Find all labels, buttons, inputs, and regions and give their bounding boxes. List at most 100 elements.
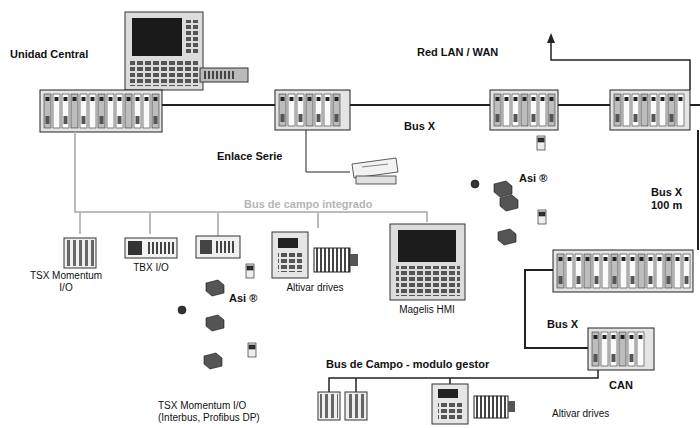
plc-module: [628, 332, 635, 366]
module-connector: [118, 116, 122, 124]
device-label: Magelis HMI: [382, 304, 472, 316]
central-hmi: [125, 12, 248, 90]
module-connector: [685, 276, 689, 284]
plc-module: [566, 254, 573, 288]
module-led: [586, 257, 590, 261]
device-label: Altivar drives: [552, 408, 618, 420]
module-led: [604, 257, 608, 261]
module-led: [523, 97, 527, 101]
plc-module: [614, 94, 621, 126]
plc-rack: [275, 90, 350, 130]
module-connector: [299, 114, 303, 122]
plc-module: [143, 94, 150, 128]
plc-rack: [610, 90, 690, 130]
bus-label: Bus X: [546, 318, 579, 331]
plc-module: [107, 94, 114, 128]
device-node: Magelis HMI: [382, 222, 474, 318]
module-connector: [631, 276, 635, 284]
plc-module: [584, 254, 591, 288]
bus-label: Bus de Campo - modulo gestor: [325, 358, 490, 371]
fieldbus-connector: [75, 132, 427, 222]
module-led: [612, 335, 616, 339]
plc-module: [539, 94, 546, 126]
module-led: [595, 257, 599, 261]
plc-module: [647, 254, 654, 288]
module-connector: [550, 114, 554, 122]
plc-module: [623, 94, 630, 126]
device-label: Altivar drives: [266, 282, 364, 294]
module-led: [118, 97, 122, 101]
plc-module: [503, 94, 510, 126]
plc-module: [637, 332, 644, 366]
bus-label: Bus X 100 m: [650, 186, 696, 212]
module-led: [308, 97, 312, 101]
module-led: [136, 97, 140, 101]
module-led: [649, 257, 653, 261]
plc-module: [668, 94, 675, 126]
plc-module: [593, 254, 600, 288]
bus-label: Enlace Serie: [216, 150, 283, 163]
plc-module: [629, 254, 636, 288]
module-connector: [317, 114, 321, 122]
plc-module: [659, 94, 666, 126]
module-connector: [82, 116, 86, 124]
module-led: [299, 97, 303, 101]
plc-module: [575, 254, 582, 288]
module-led: [281, 97, 285, 101]
central-unit: Unidad Central: [8, 10, 203, 132]
module-led: [91, 97, 95, 101]
tbx-io: [125, 238, 177, 258]
arrow-head: [547, 33, 555, 43]
module-led: [616, 97, 620, 101]
plc-module: [297, 94, 304, 126]
module-led: [658, 257, 662, 261]
lan-wan-line: [551, 42, 690, 90]
module-connector: [616, 114, 620, 122]
module-led: [127, 97, 131, 101]
plc-module: [656, 254, 663, 288]
plc-module: [324, 94, 331, 126]
module-led: [290, 97, 294, 101]
module-led: [643, 97, 647, 101]
module-connector: [670, 114, 674, 122]
module-led: [577, 257, 581, 261]
plc-module: [89, 94, 96, 128]
device-label: Unidad Central: [10, 48, 120, 61]
plc-module: [306, 94, 313, 126]
module-led: [326, 97, 330, 101]
plc-module: [548, 94, 555, 126]
module-connector: [577, 276, 581, 284]
plc-module: [632, 94, 639, 126]
module-led: [670, 97, 674, 101]
plc-module: [71, 94, 78, 128]
magelis-hmi: [390, 224, 465, 300]
plc-module: [288, 94, 295, 126]
module-led: [109, 97, 113, 101]
module-connector: [532, 114, 536, 122]
plc-module: [116, 94, 123, 128]
device-node: Altivar drives: [266, 228, 366, 296]
plc-rack: [553, 250, 693, 292]
bus-label: Red LAN / WAN: [416, 46, 499, 59]
module-led: [631, 257, 635, 261]
module-led: [568, 257, 572, 261]
module-led: [55, 97, 59, 101]
module-connector: [514, 114, 518, 122]
bus-label: Asi ®: [228, 292, 258, 305]
plc-module: [134, 94, 141, 128]
module-led: [667, 257, 671, 261]
module-led: [594, 335, 598, 339]
bus-label: Bus X: [403, 120, 436, 133]
plc-module: [650, 94, 657, 126]
module-connector: [649, 276, 653, 284]
bus-label: Bus de campo integrado: [243, 198, 373, 211]
plc-module: [610, 332, 617, 366]
module-led: [532, 97, 536, 101]
module-connector: [594, 354, 598, 362]
plc-module: [638, 254, 645, 288]
plc-module: [611, 254, 618, 288]
plc-module: [98, 94, 105, 128]
plc-module: [521, 94, 528, 126]
module-led: [335, 97, 339, 101]
module-led: [541, 97, 545, 101]
